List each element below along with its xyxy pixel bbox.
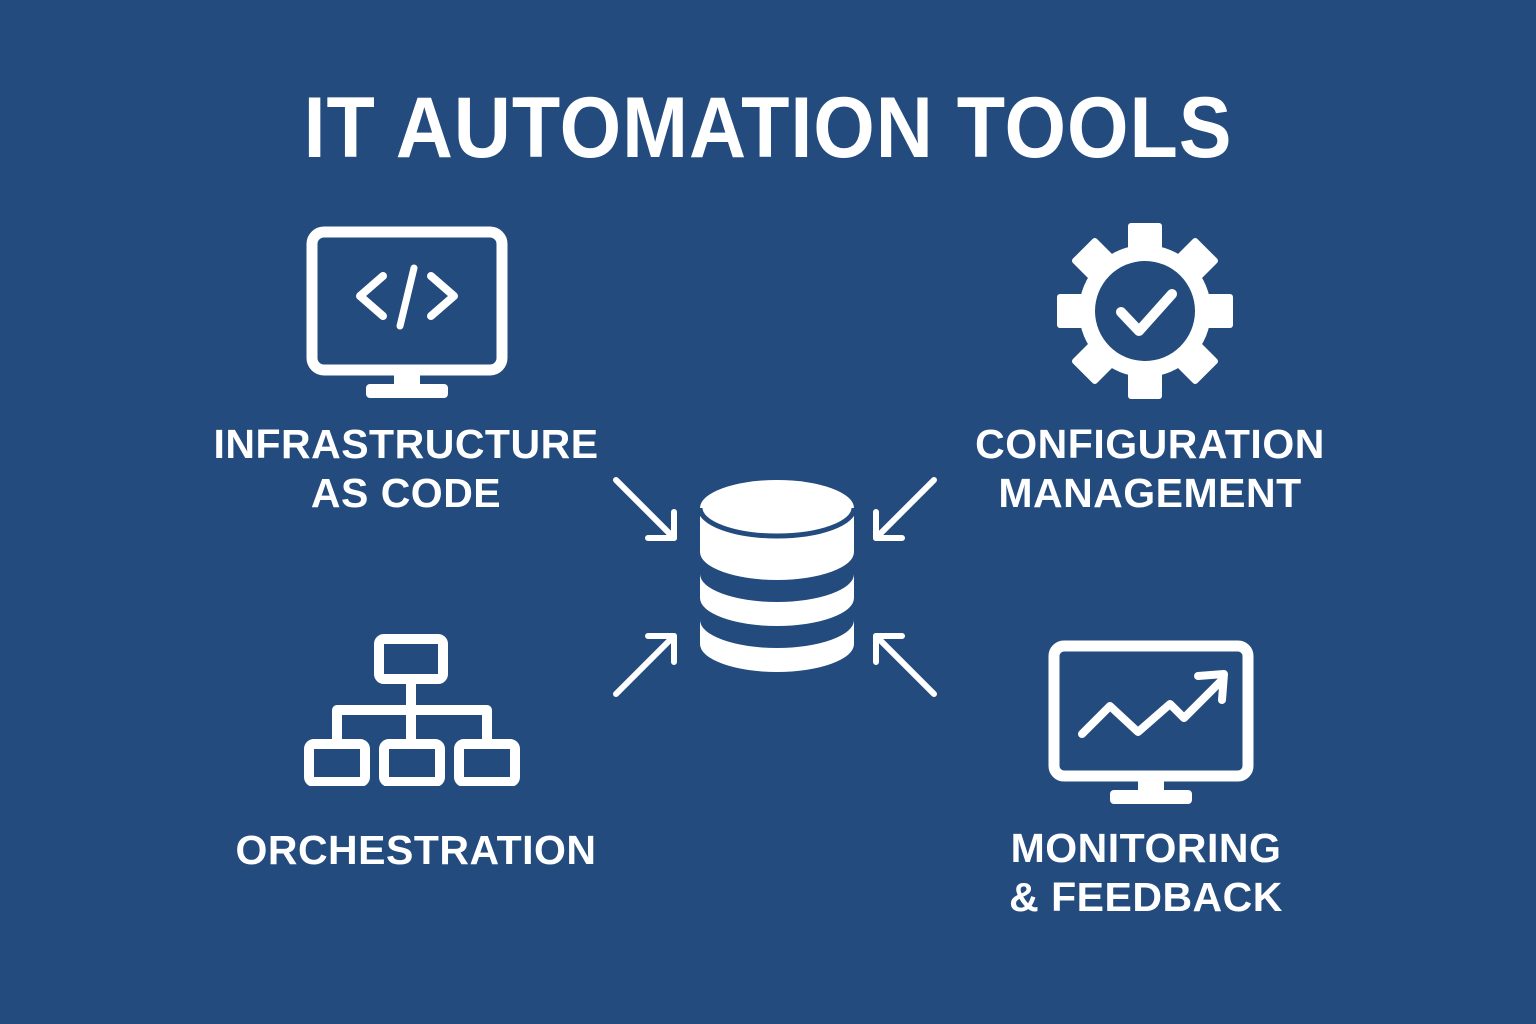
monitor-chart-icon xyxy=(1048,640,1254,806)
gear-check-icon xyxy=(1056,222,1234,400)
page-title: IT AUTOMATION TOOLS xyxy=(303,80,1233,176)
label-configuration-management: CONFIGURATION MANAGEMENT xyxy=(975,421,1325,516)
arrow-from-bottom-left-icon xyxy=(608,628,682,702)
arrow-from-bottom-right-icon xyxy=(868,628,942,702)
hierarchy-icon xyxy=(304,634,520,786)
label-orchestration: ORCHESTRATION xyxy=(235,827,597,873)
monitor-code-icon xyxy=(306,226,508,400)
arrow-from-top-right-icon xyxy=(868,472,942,546)
database-icon xyxy=(698,476,856,676)
label-infrastructure-as-code: INFRASTRUCTURE AS CODE xyxy=(213,421,599,516)
label-monitoring-feedback: MONITORING & FEEDBACK xyxy=(1009,825,1283,920)
arrow-from-top-left-icon xyxy=(608,472,682,546)
